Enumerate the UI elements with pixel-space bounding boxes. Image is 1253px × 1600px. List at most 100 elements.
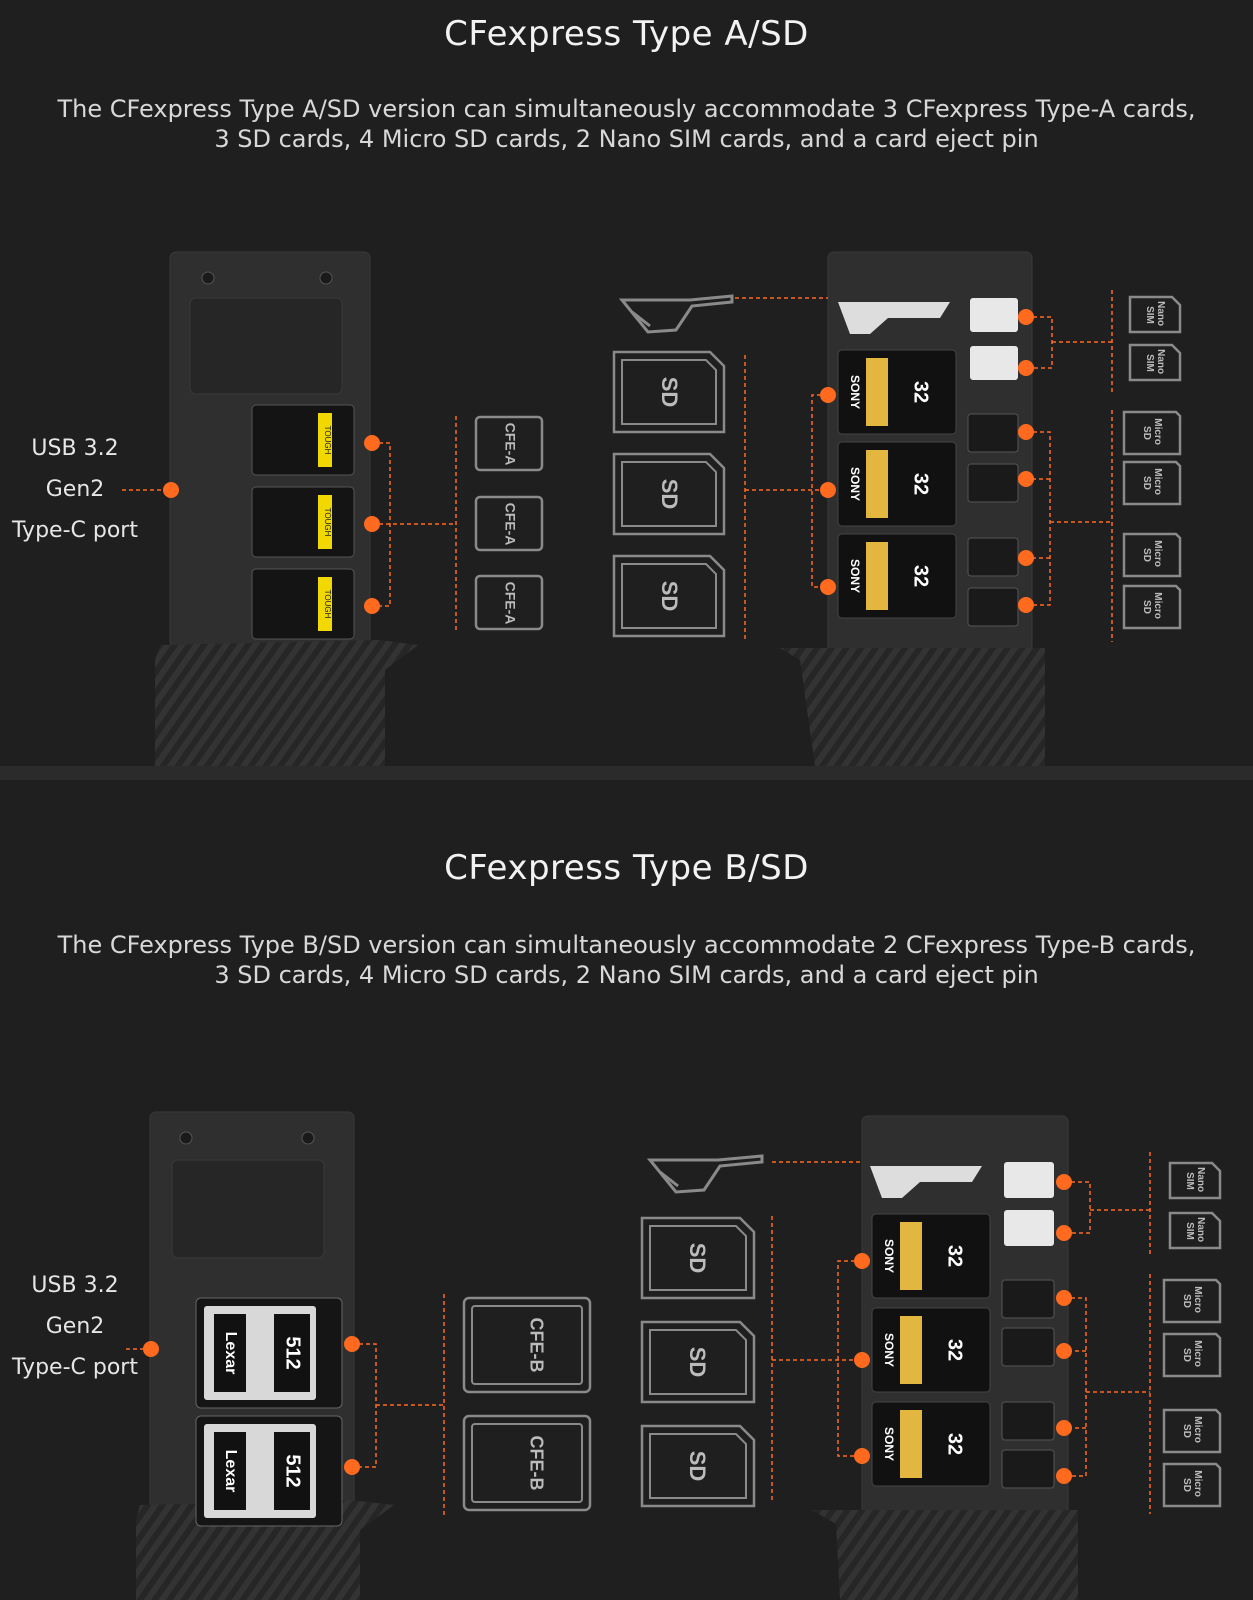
sony-sd-card: SONY 32 — [837, 441, 957, 527]
cfexpress-a-card: TOUGH — [251, 568, 355, 640]
cfe-slot-label: CFE-A — [502, 423, 518, 466]
micro-sd-outline: Micro SD — [1162, 1462, 1222, 1508]
right-device: SONY 32 SONY 32 SONY 32 — [780, 251, 1045, 766]
card-brand-label: SONY — [848, 467, 862, 501]
svg-text:Micro SD: Micro SD — [1141, 592, 1163, 621]
sd-slot-label: SD — [657, 377, 682, 408]
cfexpress-b-card: Lexar 512 — [195, 1297, 343, 1409]
section-type-b: CFexpress Type B/SD The CFexpress Type B… — [0, 780, 1253, 1600]
section-title: CFexpress Type A/SD — [444, 14, 809, 54]
left-device: TOUGH TOUGH TOUGH — [155, 251, 418, 766]
sd-card-outline: SD — [612, 452, 726, 536]
callout-dot — [1018, 424, 1034, 440]
sony-sd-card: SONY 32 — [871, 1307, 991, 1393]
micro-sd-outline: Micro SD — [1162, 1278, 1222, 1324]
sd-card-outline: SD — [640, 1320, 756, 1404]
nano-sim-outline: Nano SIM — [1168, 1161, 1222, 1200]
cfe-slot-label: CFE-B — [526, 1436, 546, 1491]
card-brand-label: TOUGH — [323, 590, 332, 619]
sd-card-outline: SD — [612, 350, 726, 434]
svg-text:Micro SD: Micro SD — [1181, 1340, 1203, 1369]
cfexpress-a-card: TOUGH — [251, 486, 355, 558]
callout-dot — [1018, 597, 1034, 613]
usb-port-label: USB 3.2 Gen2 Type-C port — [12, 436, 138, 543]
cfe-slot-outline: CFE-A — [474, 415, 544, 472]
callout-dot — [344, 1336, 360, 1352]
callout-dot — [854, 1352, 870, 1368]
sd-slot-label: SD — [685, 1451, 710, 1482]
svg-text:Micro SD: Micro SD — [1141, 468, 1163, 497]
callout-dot — [364, 598, 380, 614]
right-device: SONY 32 SONY 32 SONY 32 — [812, 1115, 1078, 1600]
callout-dot — [1056, 1225, 1072, 1241]
callout-dot — [1056, 1468, 1072, 1484]
card-capacity-label: 32 — [910, 473, 932, 495]
diagram-type-a: TOUGH TOUGH TOUGH CF — [122, 251, 1182, 766]
callout-dot — [1018, 471, 1034, 487]
callout-dot — [344, 1459, 360, 1475]
svg-text:Micro SD: Micro SD — [1141, 540, 1163, 569]
card-brand-label: Lexar — [222, 1450, 239, 1493]
section-type-a: CFexpress Type A/SD The CFexpress Type A… — [0, 0, 1253, 766]
port-marker-dot — [143, 1341, 159, 1357]
card-brand-label: TOUGH — [323, 426, 332, 455]
svg-text:Micro SD: Micro SD — [1181, 1470, 1203, 1499]
card-capacity-label: 32 — [910, 565, 932, 587]
callout-dot — [820, 579, 836, 595]
nano-sim-outline: Nano SIM — [1168, 1211, 1222, 1250]
callout-dot — [854, 1253, 870, 1269]
sd-slot-label: SD — [685, 1347, 710, 1378]
card-capacity-label: 32 — [910, 381, 932, 403]
callout-dot — [820, 482, 836, 498]
micro-sd-outline: Micro SD — [1162, 1408, 1222, 1454]
sony-sd-card: SONY 32 — [871, 1401, 991, 1487]
card-brand-label: TOUGH — [323, 508, 332, 537]
callout-dot — [364, 435, 380, 451]
callout-dot — [1018, 360, 1034, 376]
card-capacity-label: 512 — [282, 1336, 304, 1369]
callout-dot — [364, 516, 380, 532]
sd-slot-label: SD — [657, 581, 682, 612]
section-description: The CFexpress Type A/SD version can simu… — [57, 95, 1196, 153]
cfe-slot-label: CFE-A — [502, 503, 518, 546]
sd-card-outline: SD — [612, 554, 726, 638]
section-description: The CFexpress Type B/SD version can simu… — [57, 931, 1196, 989]
card-brand-label: SONY — [882, 1333, 896, 1367]
sony-sd-card: SONY 32 — [837, 349, 957, 435]
callout-dot — [1056, 1174, 1072, 1190]
sd-slot-label: SD — [685, 1243, 710, 1274]
svg-text:Micro SD: Micro SD — [1181, 1286, 1203, 1315]
cfexpress-b-card: Lexar 512 — [195, 1415, 343, 1527]
sd-card-outline: SD — [640, 1216, 756, 1300]
svg-text:Nano SIM: Nano SIM — [1144, 349, 1166, 377]
usb-port-label: USB 3.2 Gen2 Type-C port — [12, 1273, 138, 1380]
card-brand-label: SONY — [882, 1239, 896, 1273]
callout-dot — [1018, 309, 1034, 325]
card-brand-label: Lexar — [222, 1332, 239, 1375]
section-title: CFexpress Type B/SD — [444, 848, 809, 888]
callout-dot — [1056, 1420, 1072, 1436]
nano-sim-outline: Nano SIM — [1128, 343, 1182, 382]
sd-card-outline: SD — [640, 1424, 756, 1508]
port-marker-dot — [163, 482, 179, 498]
eject-pin-icon — [646, 1154, 764, 1194]
micro-sd-outline: Micro SD — [1122, 532, 1182, 578]
callout-dot — [854, 1448, 870, 1464]
nano-sim-outline: Nano SIM — [1128, 295, 1182, 334]
eject-pin-icon — [618, 294, 734, 334]
svg-text:Nano SIM: Nano SIM — [1184, 1217, 1206, 1245]
callout-dot — [820, 387, 836, 403]
card-capacity-label: 32 — [944, 1433, 966, 1455]
cfe-slot-outline: CFE-A — [474, 495, 544, 552]
cfe-slot-outline: CFE-B — [462, 1296, 592, 1394]
svg-text:Nano SIM: Nano SIM — [1144, 301, 1166, 329]
cfe-slot-outline: CFE-B — [462, 1414, 592, 1512]
callout-dot — [1018, 550, 1034, 566]
micro-sd-outline: Micro SD — [1122, 584, 1182, 630]
card-capacity-label: 32 — [944, 1245, 966, 1267]
left-device: Lexar 512 Lexar 512 — [136, 1111, 394, 1600]
card-brand-label: SONY — [848, 559, 862, 593]
cfe-slot-outline: CFE-A — [474, 574, 544, 631]
svg-text:Micro SD: Micro SD — [1141, 418, 1163, 447]
svg-text:Nano SIM: Nano SIM — [1184, 1167, 1206, 1195]
